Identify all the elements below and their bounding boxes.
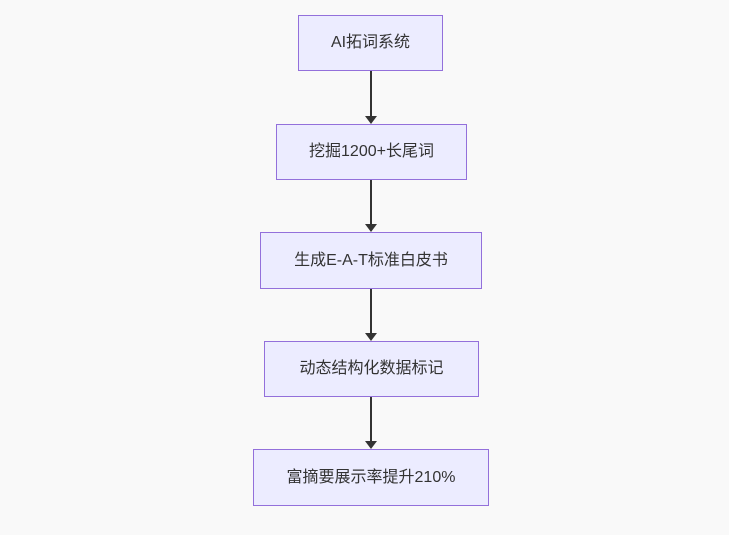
flow-node-rich-snippet-result: 富摘要展示率提升210% (253, 449, 489, 506)
node-label: 挖掘1200+长尾词 (309, 143, 434, 161)
arrow-down-icon (365, 441, 377, 449)
flow-node-eat-whitepaper: 生成E-A-T标准白皮书 (260, 232, 482, 289)
flow-arrow-3 (364, 289, 378, 341)
arrow-line (370, 180, 372, 226)
arrow-line (370, 71, 372, 118)
flow-arrow-1 (364, 71, 378, 124)
arrow-down-icon (365, 116, 377, 124)
arrow-line (370, 397, 372, 443)
flow-node-ai-expansion-system: AI拓词系统 (298, 15, 443, 71)
arrow-down-icon (365, 224, 377, 232)
flow-node-longtail-mining: 挖掘1200+长尾词 (276, 124, 467, 180)
flow-arrow-4 (364, 397, 378, 449)
flow-arrow-2 (364, 180, 378, 232)
arrow-down-icon (365, 333, 377, 341)
node-label: AI拓词系统 (330, 34, 411, 52)
node-label: 生成E-A-T标准白皮书 (294, 251, 448, 269)
node-label: 动态结构化数据标记 (299, 360, 444, 378)
flow-node-structured-data-markup: 动态结构化数据标记 (264, 341, 479, 397)
node-label: 富摘要展示率提升210% (286, 468, 456, 486)
arrow-line (370, 289, 372, 335)
